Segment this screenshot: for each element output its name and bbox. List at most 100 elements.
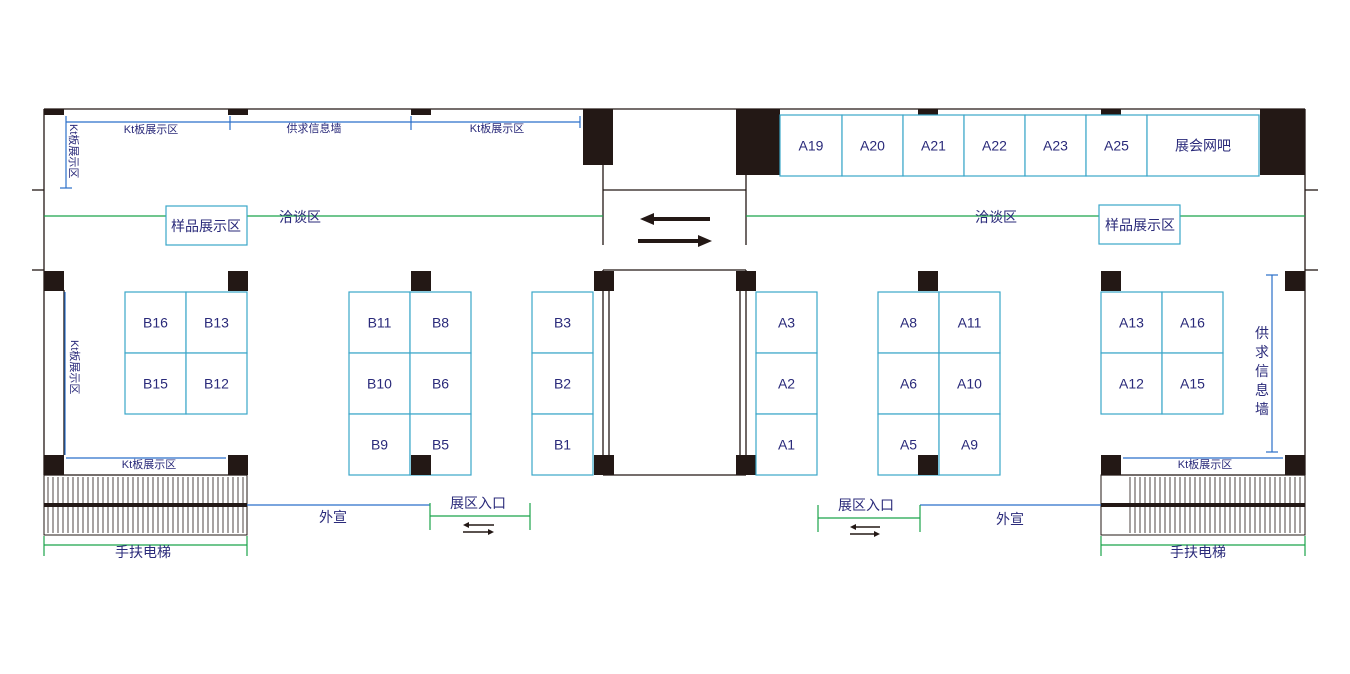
booth-label-b-6: B8	[432, 315, 449, 331]
escalator-left-label: 手扶电梯	[115, 544, 171, 560]
booth-label-a-3: A1	[778, 437, 795, 453]
entrance-left-label: 展区入口	[450, 495, 506, 511]
booth-label-a-12: A12	[1119, 376, 1144, 392]
booth-label-top-5: A23	[1043, 138, 1068, 154]
kt-display-vertical-lower-label: Kt板展示区	[68, 340, 82, 394]
escalator-left	[43, 474, 248, 556]
pillar	[228, 271, 248, 291]
booth-a-1[interactable]	[755, 291, 818, 354]
booth-top-1[interactable]	[779, 114, 843, 177]
booth-b-13[interactable]	[531, 413, 594, 476]
pillar	[228, 455, 248, 475]
booth-label-a-1: A3	[778, 315, 795, 331]
booth-top-3[interactable]	[902, 114, 965, 177]
pillar	[736, 271, 756, 291]
booth-label-b-1: B16	[143, 315, 168, 331]
booth-label-a-11: A16	[1180, 315, 1205, 331]
pillar	[411, 109, 431, 115]
booth-label-b-12: B2	[554, 376, 571, 392]
booth-label-b-2: B13	[204, 315, 229, 331]
booth-b-8[interactable]	[409, 352, 472, 415]
booth-label-a-9: A9	[961, 437, 978, 453]
pillar	[918, 271, 938, 291]
pillar	[918, 455, 938, 475]
booth-a-5[interactable]	[938, 291, 1001, 354]
booth-b-5[interactable]	[348, 291, 411, 354]
negotiation-area-right-label: 洽谈区	[975, 209, 1017, 225]
kt-display-top-mid-label: Kt板展示区	[470, 121, 524, 135]
entrance-arrows-left	[463, 522, 494, 535]
pillar	[1101, 455, 1121, 475]
booth-label-b-7: B10	[367, 376, 392, 392]
booth-b-11[interactable]	[531, 291, 594, 354]
outdoor-lines	[247, 503, 1101, 532]
booth-label-a-6: A6	[900, 376, 917, 392]
booth-label-a-10: A13	[1119, 315, 1144, 331]
kt-display-bottom-left-label: Kt板展示区	[122, 457, 176, 471]
pillar	[1285, 455, 1305, 475]
entrance-right-label: 展区入口	[838, 497, 894, 513]
pillar	[411, 271, 431, 291]
booth-label-a-7: A10	[957, 376, 982, 392]
booth-b-1[interactable]	[124, 291, 187, 354]
sample-display-left[interactable]	[165, 205, 248, 246]
booth-a-13[interactable]	[1161, 352, 1224, 415]
booth-label-top-3: A21	[921, 138, 946, 154]
sample-display-left-label: 样品展示区	[171, 218, 241, 234]
pillar	[228, 109, 248, 115]
supply-wall-top-label: 供求信息墙	[287, 121, 342, 135]
pillar	[1101, 109, 1121, 115]
booth-top-6[interactable]	[1085, 114, 1148, 177]
booth-a-2[interactable]	[755, 352, 818, 415]
outdoor-left-label: 外宣	[319, 509, 347, 525]
booth-label-top-4: A22	[982, 138, 1007, 154]
sample-display-right[interactable]	[1098, 204, 1181, 245]
booth-top-4[interactable]	[963, 114, 1026, 177]
escalator-right-label: 手扶电梯	[1170, 544, 1226, 560]
kt-display-vertical-upper-label: Kt板展示区	[67, 124, 81, 178]
booth-label-b-11: B3	[554, 315, 571, 331]
pillars	[44, 109, 1305, 475]
pillar	[594, 271, 614, 291]
booth-label-top-2: A20	[860, 138, 885, 154]
pillar	[411, 455, 431, 475]
booth-label-a-2: A2	[778, 376, 795, 392]
booth-b-6[interactable]	[409, 291, 472, 354]
pillar	[918, 109, 938, 115]
booth-b-2[interactable]	[185, 291, 248, 354]
booth-label-top-7: 展会网吧	[1175, 138, 1231, 154]
kt-display-bottom-right-label: Kt板展示区	[1178, 457, 1232, 471]
booth-label-top-6: A25	[1104, 138, 1129, 154]
booth-a-6[interactable]	[877, 352, 940, 415]
pillar	[1285, 271, 1305, 291]
entrance-arrows-right	[850, 524, 880, 537]
booth-a-4[interactable]	[877, 291, 940, 354]
pillar	[1260, 109, 1305, 175]
booth-label-b-13: B1	[554, 437, 571, 453]
booth-label-a-5: A11	[958, 315, 982, 331]
escalator-right	[1100, 474, 1306, 556]
negotiation-area-left-label: 洽谈区	[279, 209, 321, 225]
booth-a-10[interactable]	[1100, 291, 1163, 354]
pillar	[583, 109, 613, 165]
booth-b-9[interactable]	[348, 413, 411, 476]
pillar	[44, 109, 64, 115]
booth-a-3[interactable]	[755, 413, 818, 476]
booth-label-b-8: B6	[432, 376, 449, 392]
booth-top-7[interactable]	[1146, 114, 1260, 177]
booth-a-9[interactable]	[938, 413, 1001, 476]
booth-label-a-13: A15	[1180, 376, 1205, 392]
booth-b-7[interactable]	[348, 352, 411, 415]
pillar	[44, 271, 64, 291]
booth-label-b-10: B5	[432, 437, 449, 453]
pillar	[594, 455, 614, 475]
booth-label-a-4: A8	[900, 315, 917, 331]
booth-b-3[interactable]	[124, 352, 187, 415]
booth-label-b-9: B9	[371, 437, 388, 453]
booth-label-b-5: B11	[368, 315, 392, 331]
booth-b-4[interactable]	[185, 352, 248, 415]
booth-label-a-8: A5	[900, 437, 917, 453]
